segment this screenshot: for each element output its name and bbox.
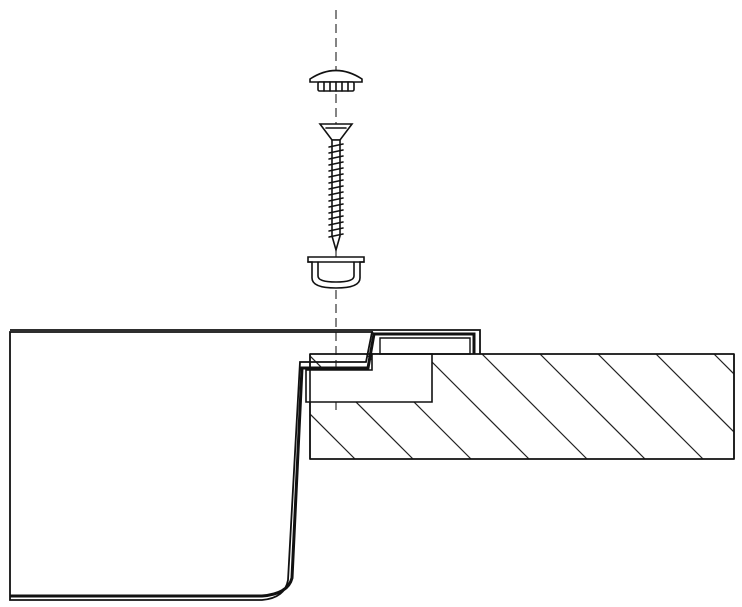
- screw-thread: [328, 191, 344, 196]
- screw-thread: [328, 221, 344, 226]
- hatch-line: [597, 354, 704, 459]
- cup-icon: [307, 256, 365, 289]
- hatch-line: [481, 354, 588, 459]
- hatch-line: [713, 354, 734, 375]
- screw-thread: [328, 143, 344, 148]
- screw-thread: [328, 173, 344, 178]
- screw-icon: [318, 123, 354, 253]
- screw-thread: [328, 209, 344, 214]
- screw-thread: [328, 203, 344, 208]
- screw-thread: [328, 161, 344, 166]
- screw-thread: [328, 167, 344, 172]
- screw-thread: [328, 185, 344, 190]
- countertop: [305, 353, 735, 460]
- screw-thread: [328, 197, 344, 202]
- screw-thread: [328, 233, 344, 238]
- hatch-line: [423, 354, 530, 459]
- basin-rim-icon: [9, 329, 481, 601]
- hatch-line: [539, 354, 646, 459]
- screw-thread: [328, 179, 344, 184]
- cap-icon: [309, 69, 363, 92]
- hatch-line: [655, 354, 734, 433]
- hatch-line: [310, 413, 356, 459]
- screw-thread: [328, 149, 344, 154]
- screw-thread: [328, 227, 344, 232]
- screw-thread: [328, 215, 344, 220]
- screw-thread: [328, 155, 344, 160]
